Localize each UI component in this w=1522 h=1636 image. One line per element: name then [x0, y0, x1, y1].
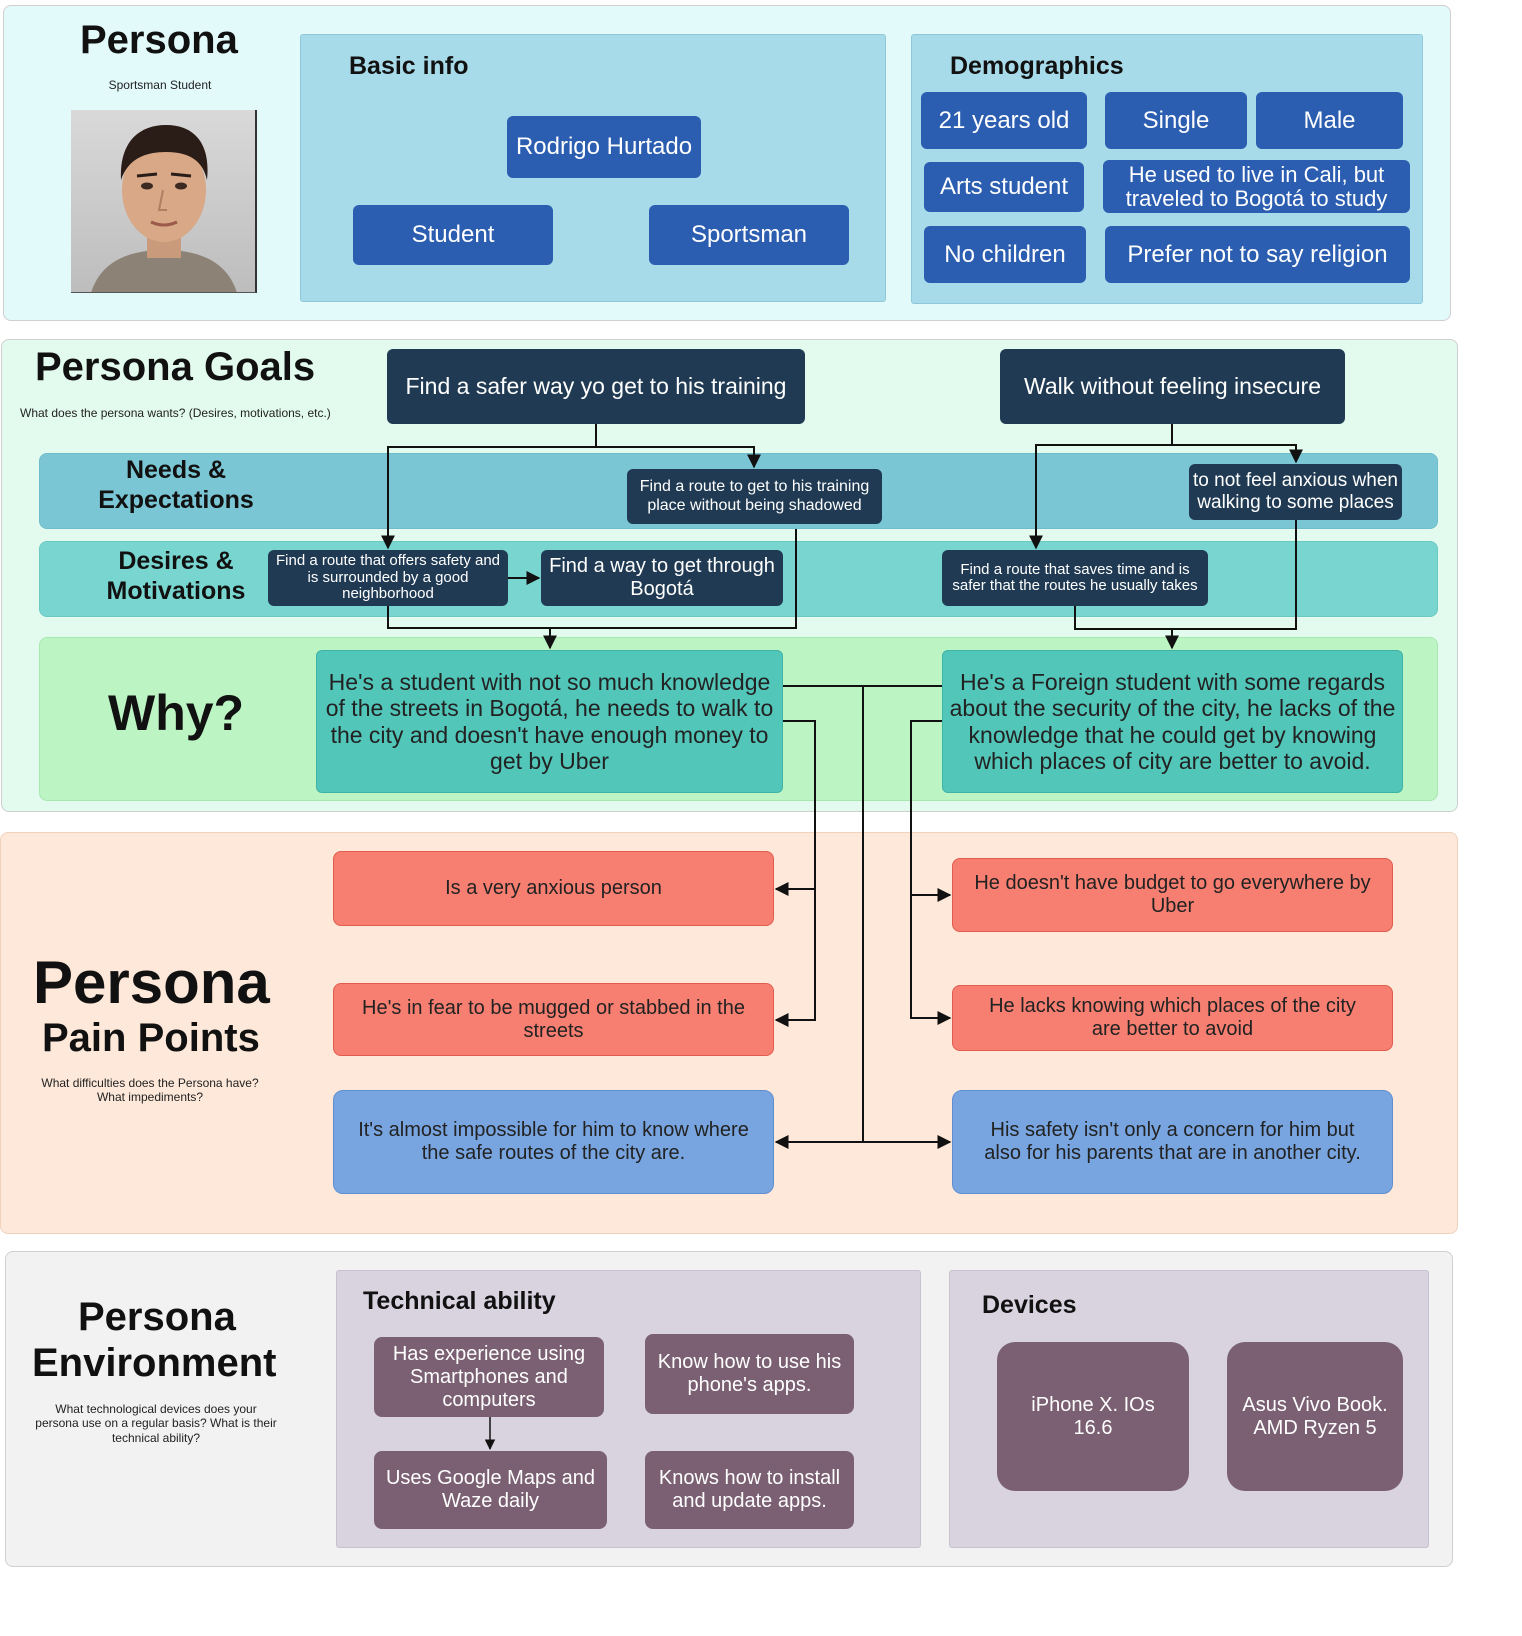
environment-title-2: Environment [32, 1341, 277, 1385]
need-1-box: Find a route to get to his training plac… [627, 469, 882, 524]
occupation-chip: Arts student [924, 162, 1084, 212]
environment-subtitle: What technological devices does your per… [35, 1402, 277, 1445]
persona-subtitle: Sportsman Student [108, 78, 212, 92]
tech-maps-box: Uses Google Maps and Waze daily [374, 1451, 607, 1529]
religion-chip: Prefer not to say religion [1105, 226, 1410, 283]
pain-parents-box: His safety isn't only a concern for him … [952, 1090, 1393, 1194]
tech-install-box: Knows how to install and update apps. [645, 1451, 854, 1529]
goal-1-box: Find a safer way yo get to his training [387, 349, 805, 424]
tech-apps-box: Know how to use his phone's apps. [645, 1334, 854, 1414]
pain-points-title-1: Persona [33, 949, 270, 1016]
why-2-box: He's a Foreign student with some regards… [942, 650, 1403, 793]
device-laptop-box: Asus Vivo Book. AMD Ryzen 5 [1227, 1342, 1403, 1491]
children-chip: No children [924, 226, 1086, 283]
tech-experience-box: Has experience using Smartphones and com… [374, 1337, 604, 1417]
persona-title: Persona [80, 18, 238, 62]
status-chip: Single [1105, 92, 1247, 149]
basic-info-title: Basic info [349, 52, 469, 80]
avatar-portrait [71, 110, 255, 292]
environment-title-1: Persona [78, 1295, 236, 1339]
desire-3-box: Find a route that saves time and is safe… [942, 550, 1208, 606]
pain-anxious-box: Is a very anxious person [333, 851, 774, 926]
why-1-box: He's a student with not so much knowledg… [316, 650, 783, 793]
sportsman-chip: Sportsman [649, 205, 849, 265]
devices-title: Devices [982, 1291, 1077, 1319]
demographics-title: Demographics [950, 52, 1124, 80]
why-label: Why? [108, 685, 245, 741]
goals-title: Persona Goals [35, 345, 316, 389]
need-2-box: to not feel anxious when walking to some… [1189, 464, 1402, 520]
pain-points-title-2: Pain Points [42, 1016, 260, 1060]
desires-label: Desires & Motivations [106, 547, 246, 605]
age-chip: 21 years old [921, 92, 1087, 149]
goals-subtitle: What does the persona wants? (Desires, m… [20, 406, 331, 420]
student-chip: Student [353, 205, 553, 265]
pain-fear-box: He's in fear to be mugged or stabbed in … [333, 983, 774, 1056]
avatar [71, 110, 257, 293]
origin-chip: He used to live in Cali, but traveled to… [1103, 160, 1410, 213]
device-iphone-box: iPhone X. IOs 16.6 [997, 1342, 1189, 1491]
gender-chip: Male [1256, 92, 1403, 149]
pain-budget-box: He doesn't have budget to go everywhere … [952, 858, 1393, 932]
needs-label: Needs & Expectations [98, 456, 254, 514]
pain-places-box: He lacks knowing which places of the cit… [952, 985, 1393, 1051]
goal-2-box: Walk without feeling insecure [1000, 349, 1345, 424]
technical-ability-title: Technical ability [363, 1287, 556, 1315]
pain-routes-box: It's almost impossible for him to know w… [333, 1090, 774, 1194]
pain-points-subtitle: What difficulties does the Persona have?… [41, 1076, 259, 1105]
name-chip: Rodrigo Hurtado [507, 116, 701, 178]
desire-2-box: Find a way to get through Bogotá [541, 550, 783, 606]
desire-1-box: Find a route that offers safety and is s… [268, 550, 508, 606]
